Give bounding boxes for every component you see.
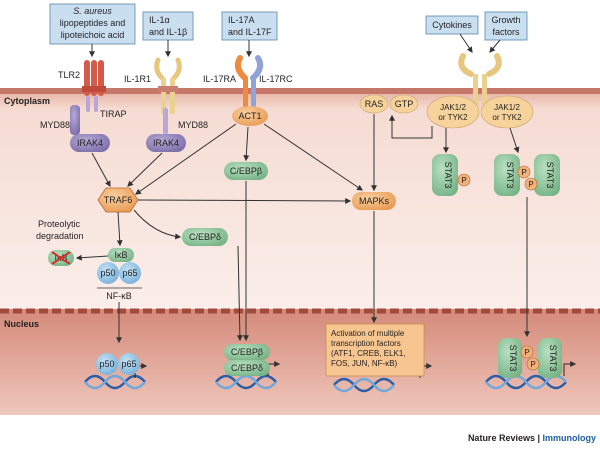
tf-box-line3: (ATF1, CREB, ELK1, [331,349,406,358]
nuclear-cebpd-label: C/EBPδ [231,363,263,373]
cytokine-receptor [458,53,502,104]
saureus-label: S. aureus [73,6,112,16]
stat3-monomer-label: STAT3 [443,162,453,189]
ligand-arrows [89,33,501,58]
il17-label-2: and IL-17F [228,27,272,37]
jak-left-node: JAK1/2 or TYK2 [426,95,480,129]
signal-arrows [75,114,530,344]
act1-label: ACT1 [238,111,261,121]
il17rc-label: IL-17RC [259,74,293,84]
saureus-label-2: lipopeptides and [60,18,126,28]
stat3-monomer: STAT3 P [432,154,471,196]
nuclear-cebpb-label: C/EBPβ [231,347,263,357]
cebpd-node: C/EBPδ [182,228,228,246]
growth-factors-box: Growth factors [484,11,528,41]
stat3-dimer-right-label: STAT3 [545,162,555,189]
saureus-ligand-box: S. aureus lipopeptides and lipoteichoic … [49,3,136,45]
nucleus-label: Nucleus [4,319,39,329]
p65-label: p65 [122,268,137,278]
mapks-node: MAPKs [352,192,396,210]
nfkb-label: NF-κB [106,291,132,301]
phospho-label: P [530,360,535,369]
cytokines-box: Cytokines [425,15,479,35]
mapks-label: MAPKs [359,196,390,206]
irak4-left-node: IRAK4 [70,105,110,152]
nuclear-cebp: C/EBPβ C/EBPδ [224,344,270,376]
cytokines-label: Cytokines [432,20,472,30]
jak-left-label-2: or TYK2 [438,113,468,122]
tf-activation-box: Activation of multiple transcription fac… [325,323,425,377]
irak4-right-label: IRAK4 [153,138,179,148]
tirap-label: TIRAP [100,109,127,119]
nuclear-p65-label: p65 [121,359,136,369]
cebpb-label: C/EBPβ [230,166,262,176]
il1r1-receptor [154,57,182,134]
p50-label: p50 [100,268,115,278]
il1-label: IL-1α [149,15,170,25]
nuclear-stat3-right-label: STAT3 [548,345,558,372]
phospho-label: P [528,180,533,189]
ikb-degraded-node: IκB [48,250,74,266]
nuclear-p50-label: p50 [99,359,114,369]
nfkb-complex: IκB p50 p65 [97,248,141,284]
phospho-label: P [524,348,529,357]
tf-box-line4: FOS, JUN, NF-κB) [331,359,398,368]
il17r-receptor [234,55,264,108]
irak4-right-node: IRAK4 [146,134,186,152]
ras-gtp-node: RAS GTP [359,94,419,114]
tf-box-line2: transcription factors [331,339,401,348]
il1-ligand-box: IL-1α and IL-1β [142,11,194,41]
traf6-label: TRAF6 [104,195,133,205]
il1-label-2: and IL-1β [149,27,187,37]
myd88-left-label: MYD88 [40,120,70,130]
il17ra-label: IL-17RA [203,74,236,84]
gtp-label: GTP [395,99,414,109]
growth-label: Growth [491,15,520,25]
nuclear-nfkb: p50 p65 [96,353,140,375]
stat3-dimer: STAT3 STAT3 P P [494,154,560,196]
myd88-right-label: MYD88 [178,120,208,130]
il1r1-label: IL-1R1 [124,74,151,84]
jak-right-node: JAK1/2 or TYK2 [480,95,534,129]
ras-label: RAS [365,99,384,109]
jak-right-label-2: or TYK2 [492,113,522,122]
ikb-label: IκB [114,250,127,260]
cebpb-node: C/EBPβ [224,162,268,180]
phospho-label: P [521,168,526,177]
il17-label: IL-17A [228,15,255,25]
jak-right-label: JAK1/2 [494,103,520,112]
phospho-label: P [461,176,466,185]
act1-node: ACT1 [232,106,268,126]
jak-left-label: JAK1/2 [440,103,466,112]
irak4-left-label: IRAK4 [77,138,103,148]
plasma-membrane [0,88,600,94]
tf-box-line1: Activation of multiple [331,329,405,338]
nuclear-stat3-dimer: STAT3 STAT3 P P [498,338,562,378]
cebpd-label: C/EBPδ [189,232,221,242]
stat3-dimer-left-label: STAT3 [505,162,515,189]
proteolytic-label-2: degradation [36,231,84,241]
cytoplasm-label: Cytoplasm [4,96,50,106]
il17-ligand-box: IL-17A and IL-17F [221,11,278,41]
saureus-label-3: lipoteichoic acid [61,30,125,40]
proteolytic-label: Proteolytic [38,219,81,229]
traf6-node: TRAF6 [97,187,139,213]
tlr2-label: TLR2 [58,70,80,80]
tlr2-receptor [82,60,106,112]
growth-label-2: factors [492,27,520,37]
journal-credit: Nature Reviews | Immunology [468,433,596,443]
nuclear-stat3-left-label: STAT3 [508,345,518,372]
